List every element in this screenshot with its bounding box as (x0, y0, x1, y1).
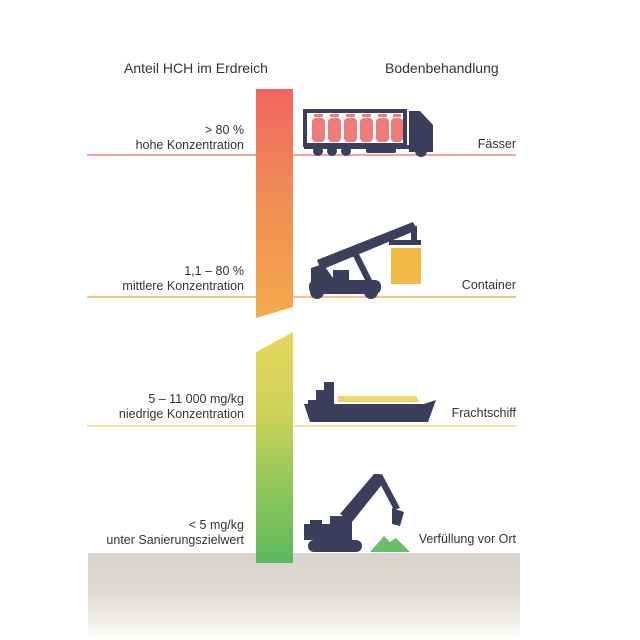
level-below-target-range: < 5 mg/kg (188, 518, 244, 532)
level-below-target-label: unter Sanierungszielwert (106, 533, 244, 547)
bar-segment-high-medium (256, 89, 293, 318)
level-low-text: 5 – 11 000 mg/kg niedrige Konzentration (119, 392, 244, 422)
bar-segment-low (256, 332, 293, 563)
truck-icon (303, 109, 433, 157)
header-soil-treatment: Bodenbehandlung (385, 60, 499, 76)
level-low-label: niedrige Konzentration (118, 407, 244, 421)
separator-high (87, 154, 516, 156)
level-high-text: > 80 % hohe Konzentration (136, 123, 244, 153)
ground-soil (88, 553, 520, 640)
separator-low (87, 425, 516, 427)
level-low-range: 5 – 11 000 mg/kg (148, 392, 244, 406)
level-medium-range: 1,1 – 80 % (184, 264, 244, 278)
header-hch-share: Anteil HCH im Erdreich (124, 60, 268, 76)
treatment-barrels: Fässer (477, 137, 516, 151)
level-high-label: hohe Konzentration (135, 138, 244, 152)
level-medium-text: 1,1 – 80 % mittlere Konzentration (122, 264, 244, 294)
separator-medium (87, 296, 516, 298)
excavator-icon (304, 474, 410, 552)
level-below-target-text: < 5 mg/kg unter Sanierungszielwert (106, 518, 244, 548)
treatment-backfill-onsite: Verfüllung vor Ort (418, 532, 516, 546)
level-medium-label: mittlere Konzentration (122, 279, 244, 293)
soil-mound (370, 536, 410, 552)
level-high-range: > 80 % (204, 123, 244, 137)
cargo-ship-icon (304, 382, 436, 422)
treatment-container: Container (461, 278, 516, 292)
reach-stacker-icon (309, 222, 421, 299)
treatment-cargo-ship: Frachtschiff (451, 406, 516, 420)
